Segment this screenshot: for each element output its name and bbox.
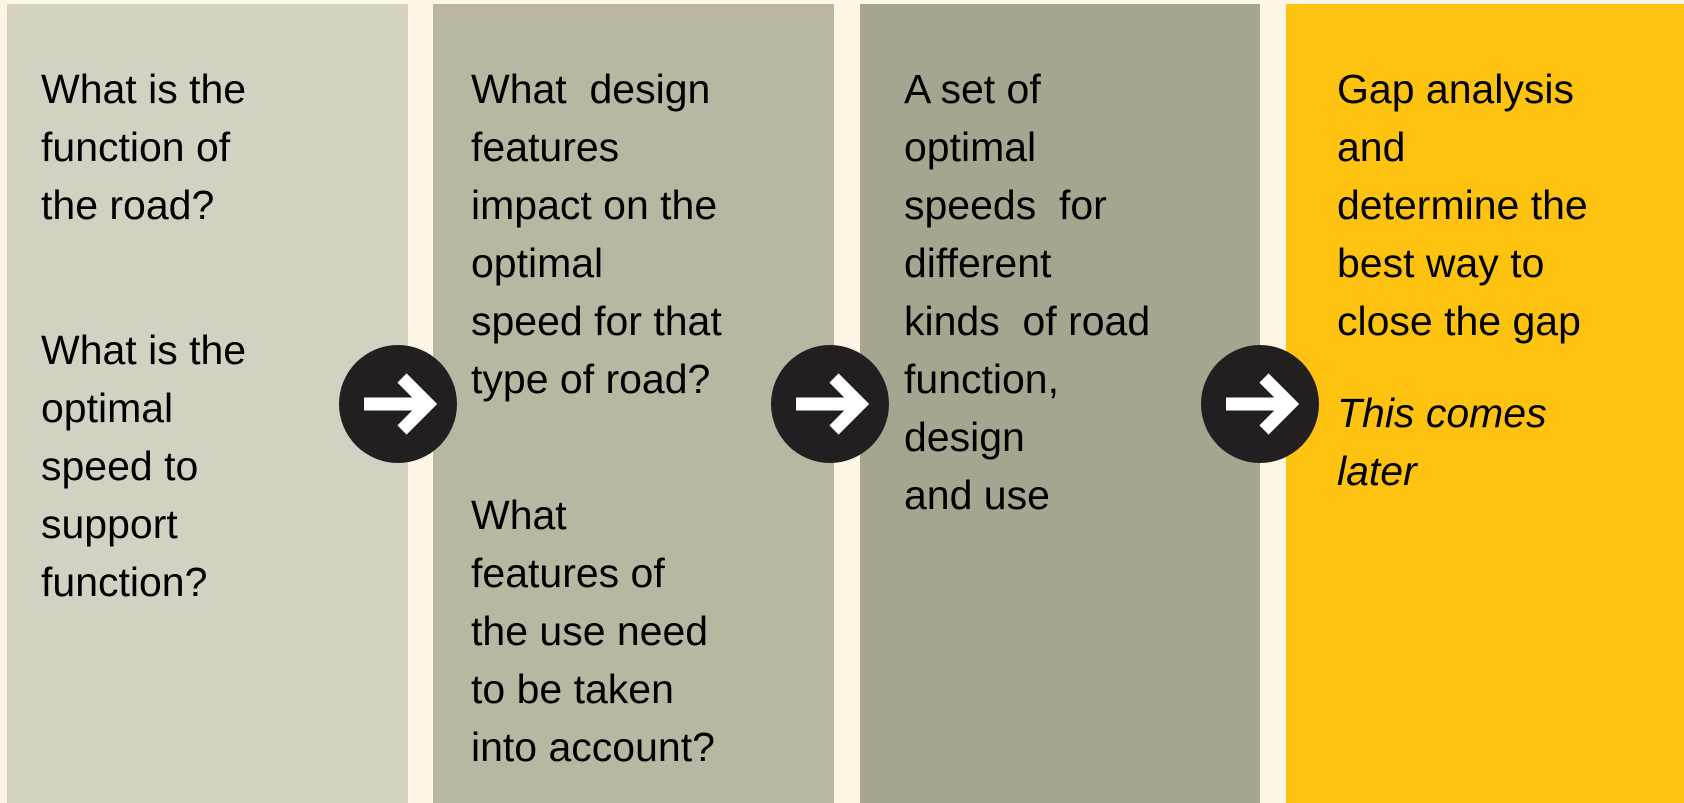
panel-text: What design features impact on the optim… [471,66,722,402]
panel-text: A set of optimal speeds for different ki… [904,66,1151,518]
panel-text: What features of the use need to be take… [471,492,715,770]
panel-note: This comes later [1337,390,1547,494]
step-panel-gap-analysis: Gap analysis and determine the best way … [1286,4,1684,803]
panel-text: What is the optimal speed to support fun… [41,327,247,605]
arrow-right-icon [771,345,889,463]
step-panel-optimal-speeds: A set of optimal speeds for different ki… [860,4,1260,803]
arrow-right-icon [339,345,457,463]
arrow-right-icon [1201,345,1319,463]
step-panel-design: What design features impact on the optim… [433,4,834,803]
panel-text: What is the function of the road? [41,66,247,228]
panel-text: Gap analysis and determine the best way … [1337,66,1588,344]
